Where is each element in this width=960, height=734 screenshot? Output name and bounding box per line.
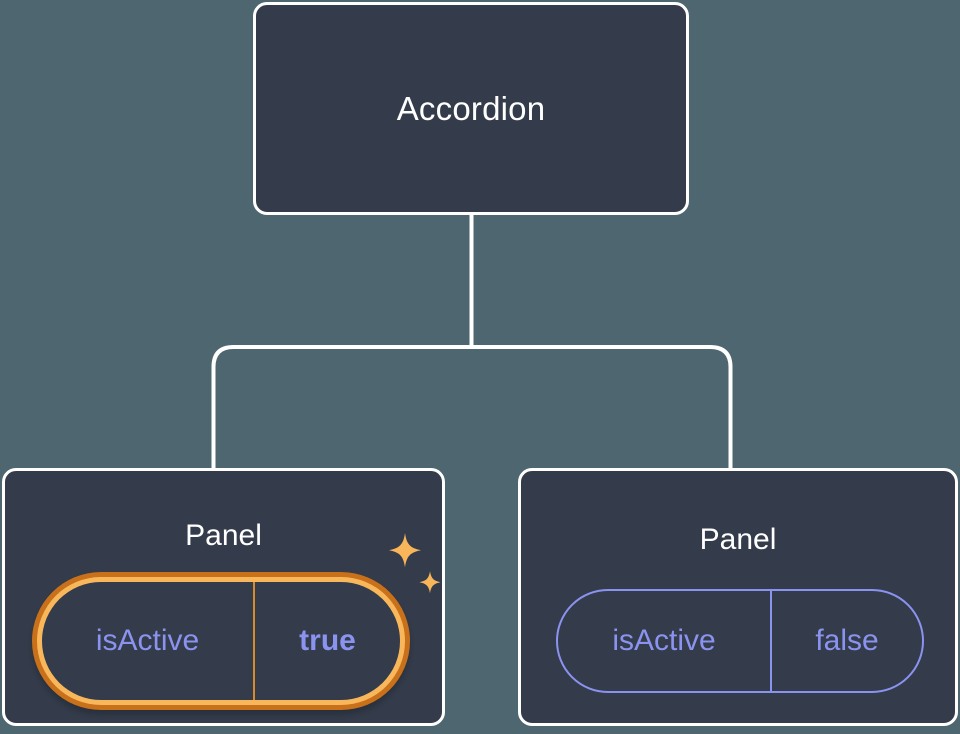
node-panel-inactive-label: Panel xyxy=(699,523,777,556)
prop-key-isactive: isActive xyxy=(42,582,255,700)
prop-key-isactive: isActive xyxy=(558,591,772,691)
prop-value-false: false xyxy=(815,624,879,657)
node-panel-active-label: Panel xyxy=(185,519,262,552)
prop-value-true: true xyxy=(299,624,356,657)
prop-pill-inner-ring: isActive true xyxy=(37,577,405,705)
node-accordion[interactable]: Accordion xyxy=(253,2,689,215)
prop-pill-isactive-true[interactable]: isActive true xyxy=(32,572,410,710)
prop-pill-core: isActive true xyxy=(42,582,400,700)
connector-branch-bar xyxy=(211,345,733,468)
prop-pill-isactive-false[interactable]: isActive false xyxy=(556,589,924,693)
node-accordion-label: Accordion xyxy=(396,90,546,127)
